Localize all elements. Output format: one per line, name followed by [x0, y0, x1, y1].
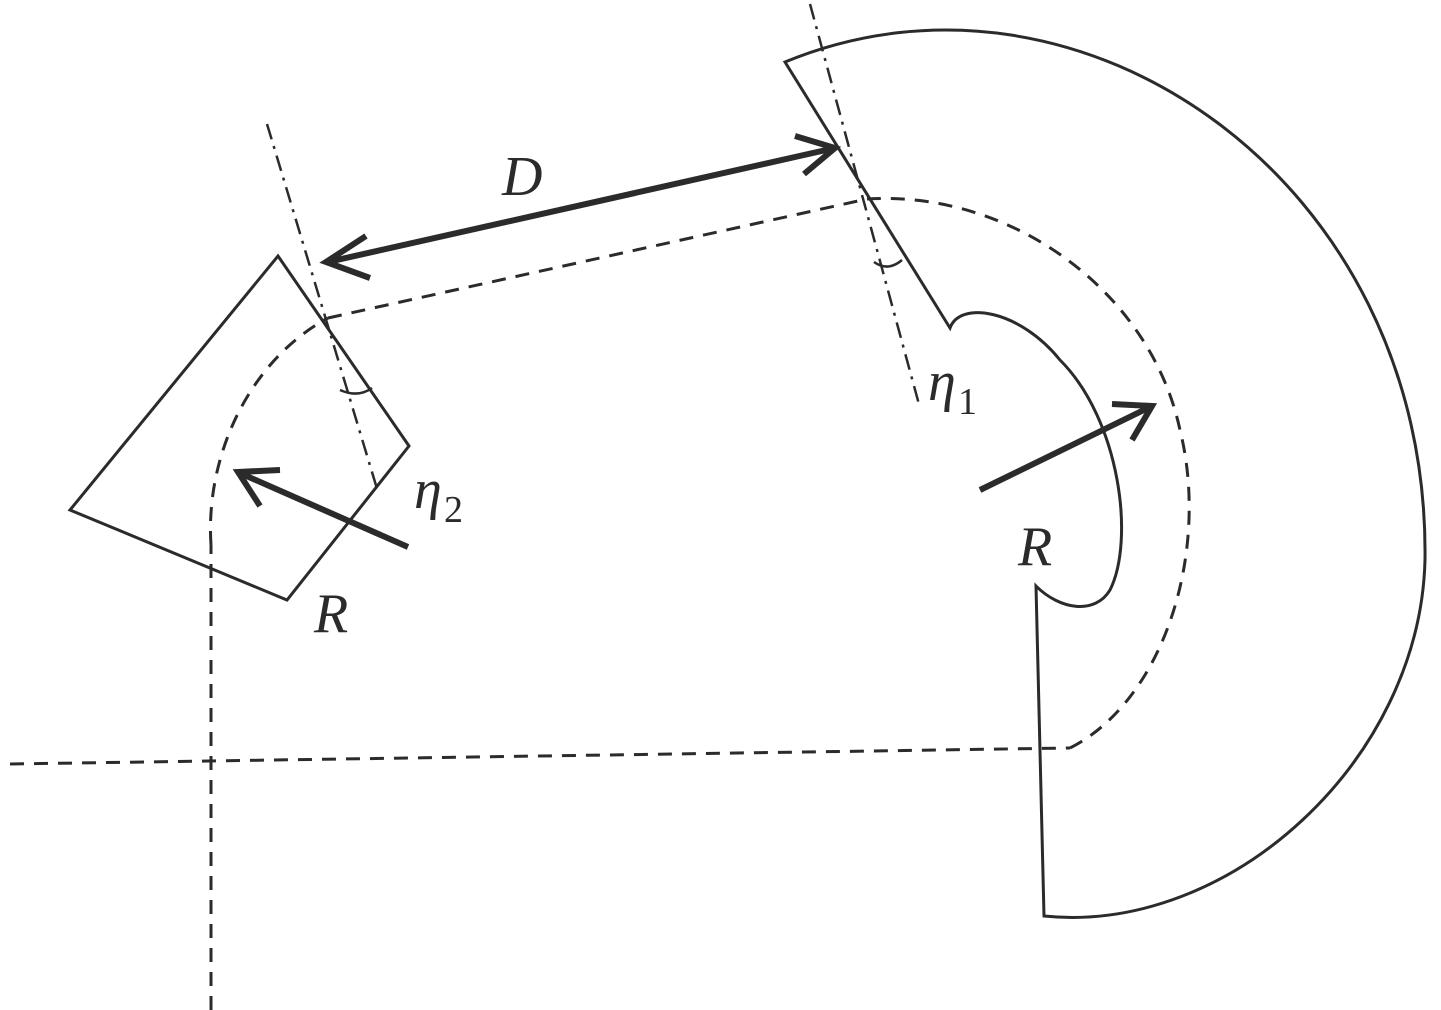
- eta2-angle-mark: [339, 386, 373, 395]
- left-radius-label: R: [313, 583, 348, 645]
- left-radius-arrow: [232, 467, 410, 550]
- right-normal-line: [808, 3, 922, 409]
- right-sector: [782, 28, 1427, 919]
- connecting-dashed-line: [327, 197, 868, 320]
- left-sector: [67, 253, 411, 602]
- distance-label: D: [501, 146, 542, 208]
- svg-text:1: 1: [958, 381, 977, 423]
- right-radius-label: R: [1017, 516, 1052, 578]
- eta1-angle-mark: [873, 259, 903, 268]
- right-dashed-arc: [866, 196, 1191, 750]
- left-dashed-arc: [208, 316, 329, 546]
- left-normal-line: [265, 123, 380, 493]
- svg-text:η: η: [928, 351, 956, 413]
- distance-arrow: [319, 133, 842, 281]
- svg-text:η: η: [414, 459, 442, 521]
- right-radius-arrow: [978, 401, 1158, 493]
- horizontal-axis: [9, 746, 1071, 766]
- svg-text:2: 2: [444, 489, 463, 531]
- eta2-label: η 2: [414, 459, 463, 531]
- eta1-label: η 1: [928, 351, 977, 423]
